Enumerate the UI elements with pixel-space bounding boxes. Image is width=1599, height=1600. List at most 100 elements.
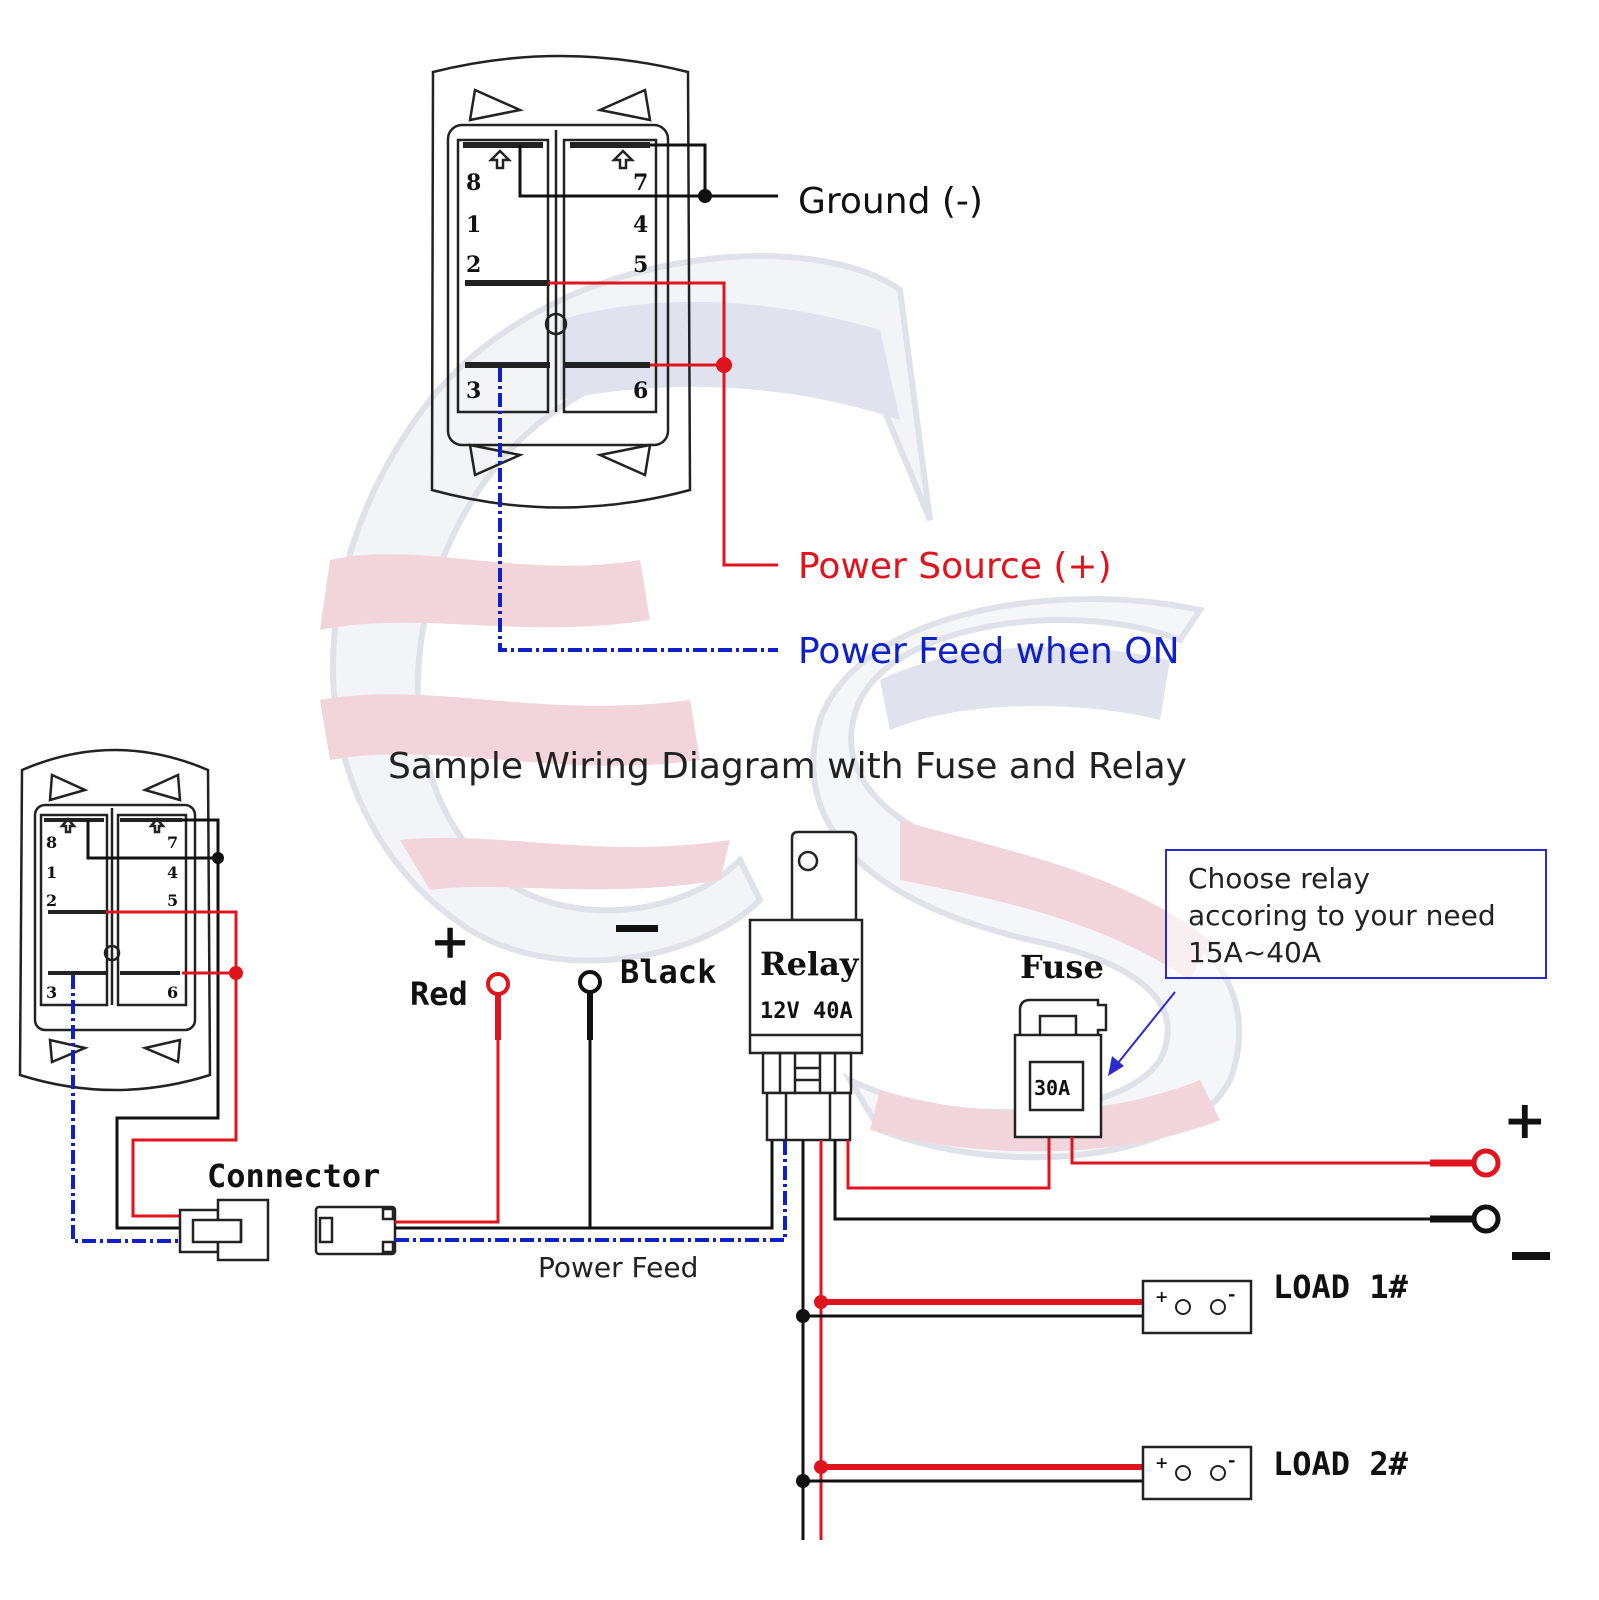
black-ring-terminal-icon <box>578 970 602 994</box>
pin-label: 1 <box>46 863 57 882</box>
watermark-letter-c <box>329 253 933 964</box>
pin-label: 5 <box>167 891 178 910</box>
pin-label: 3 <box>46 983 57 1002</box>
callout-arrow-icon <box>1108 1056 1124 1076</box>
relay-to-fuse-wire <box>846 1135 1051 1190</box>
load-box <box>1141 1445 1253 1501</box>
switch-housing <box>430 54 692 509</box>
battery-positive-terminal-icon <box>1471 1148 1501 1178</box>
top-clips <box>468 88 652 122</box>
load-1: + - LOAD 1# <box>796 1268 1409 1335</box>
connector-male <box>178 1198 270 1262</box>
pin-label: 1 <box>466 212 481 238</box>
bottom-rocker-switch: 8 1 2 3 7 4 5 6 <box>18 748 212 1092</box>
switch-ground-wire <box>86 820 218 860</box>
switch-frame <box>446 123 670 447</box>
connector-female <box>314 1205 397 1256</box>
red-ring-terminal-icon <box>486 972 510 996</box>
bottom-clips <box>468 443 652 477</box>
switch-power-source-wire <box>106 910 238 1218</box>
top-power-feed-wire <box>498 368 778 652</box>
junction-dot <box>229 966 243 980</box>
junction-dot <box>796 1474 810 1488</box>
switch-housing <box>18 748 212 1092</box>
pin-label: 6 <box>633 378 648 404</box>
load-negative-terminal-icon <box>1210 1299 1226 1315</box>
relay-rating: 12V 40A <box>760 999 853 1024</box>
load-minus-label: - <box>1228 1450 1235 1471</box>
switch-ground-wire <box>115 818 220 1230</box>
battery-ground-wire <box>833 1140 1430 1221</box>
pin-label: 6 <box>167 983 178 1002</box>
relay-body <box>748 918 864 1055</box>
callout-line-2: accoring to your need <box>1188 899 1496 932</box>
connector-label: Connector <box>207 1157 380 1195</box>
callout-line-3: 15A~40A <box>1188 936 1321 969</box>
legend-power-feed-label: Power Feed when ON <box>798 631 1180 672</box>
relay-mounting-tab <box>790 830 858 922</box>
load-box <box>1141 1279 1253 1335</box>
relay-ground-wire <box>395 1138 774 1230</box>
switch-frame <box>33 803 197 1032</box>
diagram-title: Sample Wiring Diagram with Fuse and Rela… <box>388 746 1187 787</box>
callout-line-1: Choose relay <box>1188 862 1370 895</box>
up-arrow-icon <box>610 149 636 170</box>
black-lead-label: Black <box>620 953 716 991</box>
load-1-label: LOAD 1# <box>1273 1268 1409 1306</box>
top-power-source-wire <box>548 281 778 567</box>
switch-pivot <box>544 312 568 336</box>
switch-right-panel <box>562 138 658 414</box>
switch-left-panel <box>456 138 550 414</box>
pin-label: 2 <box>46 891 57 910</box>
battery-minus-sign <box>1512 1252 1550 1260</box>
fuse: 30A <box>1013 998 1108 1139</box>
load-positive-terminal-icon <box>1175 1299 1191 1315</box>
pin-label: 3 <box>466 378 481 404</box>
junction-dot <box>212 852 224 864</box>
relay-power-feed-wire <box>395 1138 787 1242</box>
pin-label: 7 <box>167 833 178 852</box>
relay: Relay 12V 40A <box>748 830 864 1142</box>
red-lead-wire <box>395 1040 500 1224</box>
load-negative-terminal-icon <box>1210 1465 1226 1481</box>
fuse-to-battery-wire <box>1070 1137 1430 1165</box>
pin-label: 4 <box>167 863 178 882</box>
top-rocker-switch: 8 1 2 3 7 4 5 6 <box>430 54 692 509</box>
legend-ground-label: Ground (-) <box>798 181 983 222</box>
fuse-label: Fuse <box>1020 948 1104 986</box>
junction-dot <box>814 1460 828 1474</box>
load-positive-terminal-icon <box>1175 1465 1191 1481</box>
pin-label: 5 <box>633 252 648 278</box>
pin-label: 2 <box>466 252 481 278</box>
junction-dot <box>796 1309 810 1323</box>
junction-dot <box>716 357 732 373</box>
top-ground-wire <box>518 143 778 203</box>
red-lead-label: Red <box>410 975 468 1013</box>
load-plus-label: + <box>1155 1453 1168 1472</box>
up-arrow-icon <box>487 149 513 170</box>
up-arrow-icon <box>148 817 166 834</box>
battery-negative-terminal-icon <box>1471 1204 1501 1234</box>
relay-title: Relay <box>760 945 860 983</box>
pin-label: 8 <box>46 833 57 852</box>
watermark-logo <box>320 253 1243 1161</box>
pin-label: 8 <box>466 170 481 196</box>
load-2-label: LOAD 2# <box>1273 1445 1409 1483</box>
junction-dot <box>814 1295 828 1309</box>
power-feed-label: Power Feed <box>538 1251 698 1284</box>
bottom-clips <box>48 1038 182 1064</box>
load-2: + - LOAD 2# <box>796 1445 1409 1501</box>
black-minus-sign <box>616 925 658 932</box>
relay-callout: Choose relay accoring to your need 15A~4… <box>1108 849 1547 1076</box>
relay-socket <box>765 1091 852 1142</box>
pin-label: 4 <box>633 212 648 238</box>
load-minus-label: - <box>1228 1284 1235 1305</box>
load-plus-label: + <box>1155 1287 1168 1306</box>
switch-power-feed-wire <box>71 975 182 1243</box>
top-clips <box>48 773 182 802</box>
up-arrow-icon <box>59 817 77 834</box>
junction-dot <box>698 189 712 203</box>
callout-box <box>1165 849 1547 979</box>
legend-power-source-label: Power Source (+) <box>798 546 1112 587</box>
